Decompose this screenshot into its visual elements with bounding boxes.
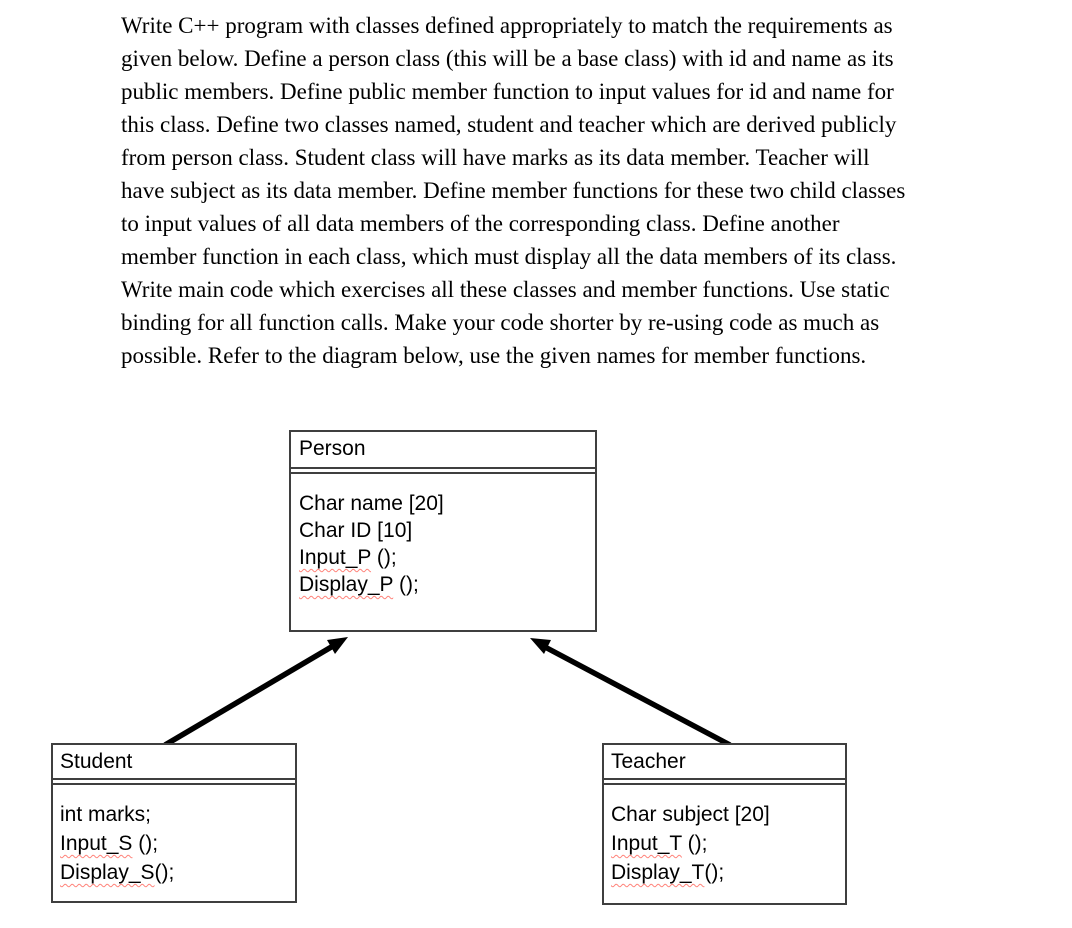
class-member: Input_P (); <box>299 544 589 571</box>
inheritance-arrow-student-to-person <box>163 637 348 748</box>
student-class-box: Student int marks; Input_S (); Display_S… <box>51 743 297 903</box>
assignment-paragraph: Write C++ program with classes defined a… <box>121 9 905 372</box>
student-class-title: Student <box>53 745 295 780</box>
paragraph-line: to input values of all data members of t… <box>121 211 840 236</box>
paragraph-line: from person class. Student class will ha… <box>121 145 870 170</box>
class-member: Input_T (); <box>611 829 839 858</box>
member-text: (); <box>704 861 725 884</box>
class-member: Char subject [20] <box>611 800 839 829</box>
class-member: Char ID [10] <box>299 517 589 544</box>
person-class-title: Person <box>291 432 595 469</box>
paragraph-line: member function in each class, which mus… <box>121 244 897 269</box>
member-function-name: Input_T <box>611 832 682 855</box>
member-text: Char ID [10] <box>299 519 413 542</box>
student-class-members: int marks; Input_S (); Display_S(); <box>53 783 295 887</box>
member-text: (); <box>154 861 175 884</box>
paragraph-line: public members. Define public member fun… <box>121 79 894 104</box>
teacher-class-box: Teacher Char subject [20] Input_T (); Di… <box>602 743 847 905</box>
class-member: Display_T(); <box>611 858 839 887</box>
class-member: int marks; <box>60 800 289 829</box>
member-text: (); <box>371 546 397 569</box>
paragraph-line: binding for all function calls. Make you… <box>121 310 880 335</box>
class-member: Display_P (); <box>299 571 589 598</box>
member-text: (); <box>681 832 708 855</box>
member-text: Char name [20] <box>299 492 444 515</box>
paragraph-line: Write main code which exercises all thes… <box>121 277 890 302</box>
class-member: Input_S (); <box>60 829 289 858</box>
class-member: Display_S(); <box>60 858 289 887</box>
inheritance-arrow-teacher-to-person <box>530 638 732 748</box>
member-function-name: Input_S <box>60 832 133 855</box>
member-text: Char subject [20] <box>611 803 770 826</box>
member-text: (); <box>393 573 419 596</box>
member-function-name: Display_P <box>299 573 394 596</box>
paragraph-line: Write C++ program with classes defined a… <box>121 13 893 38</box>
teacher-class-title: Teacher <box>604 745 845 780</box>
member-function-name: Display_S <box>60 861 155 884</box>
paragraph-line: have subject as its data member. Define … <box>121 178 906 203</box>
teacher-class-members: Char subject [20] Input_T (); Display_T(… <box>604 783 845 887</box>
member-text: (); <box>132 832 159 855</box>
member-text: int marks; <box>60 803 152 826</box>
paragraph-line: given below. Define a person class (this… <box>121 46 894 71</box>
paragraph-line: possible. Refer to the diagram below, us… <box>121 343 867 368</box>
member-function-name: Display_T <box>611 861 705 884</box>
class-member: Char name [20] <box>299 490 589 517</box>
person-class-members: Char name [20] Char ID [10] Input_P (); … <box>291 472 595 598</box>
paragraph-line: this class. Define two classes named, st… <box>121 112 897 137</box>
member-function-name: Input_P <box>299 546 372 569</box>
person-class-box: Person Char name [20] Char ID [10] Input… <box>289 430 597 632</box>
